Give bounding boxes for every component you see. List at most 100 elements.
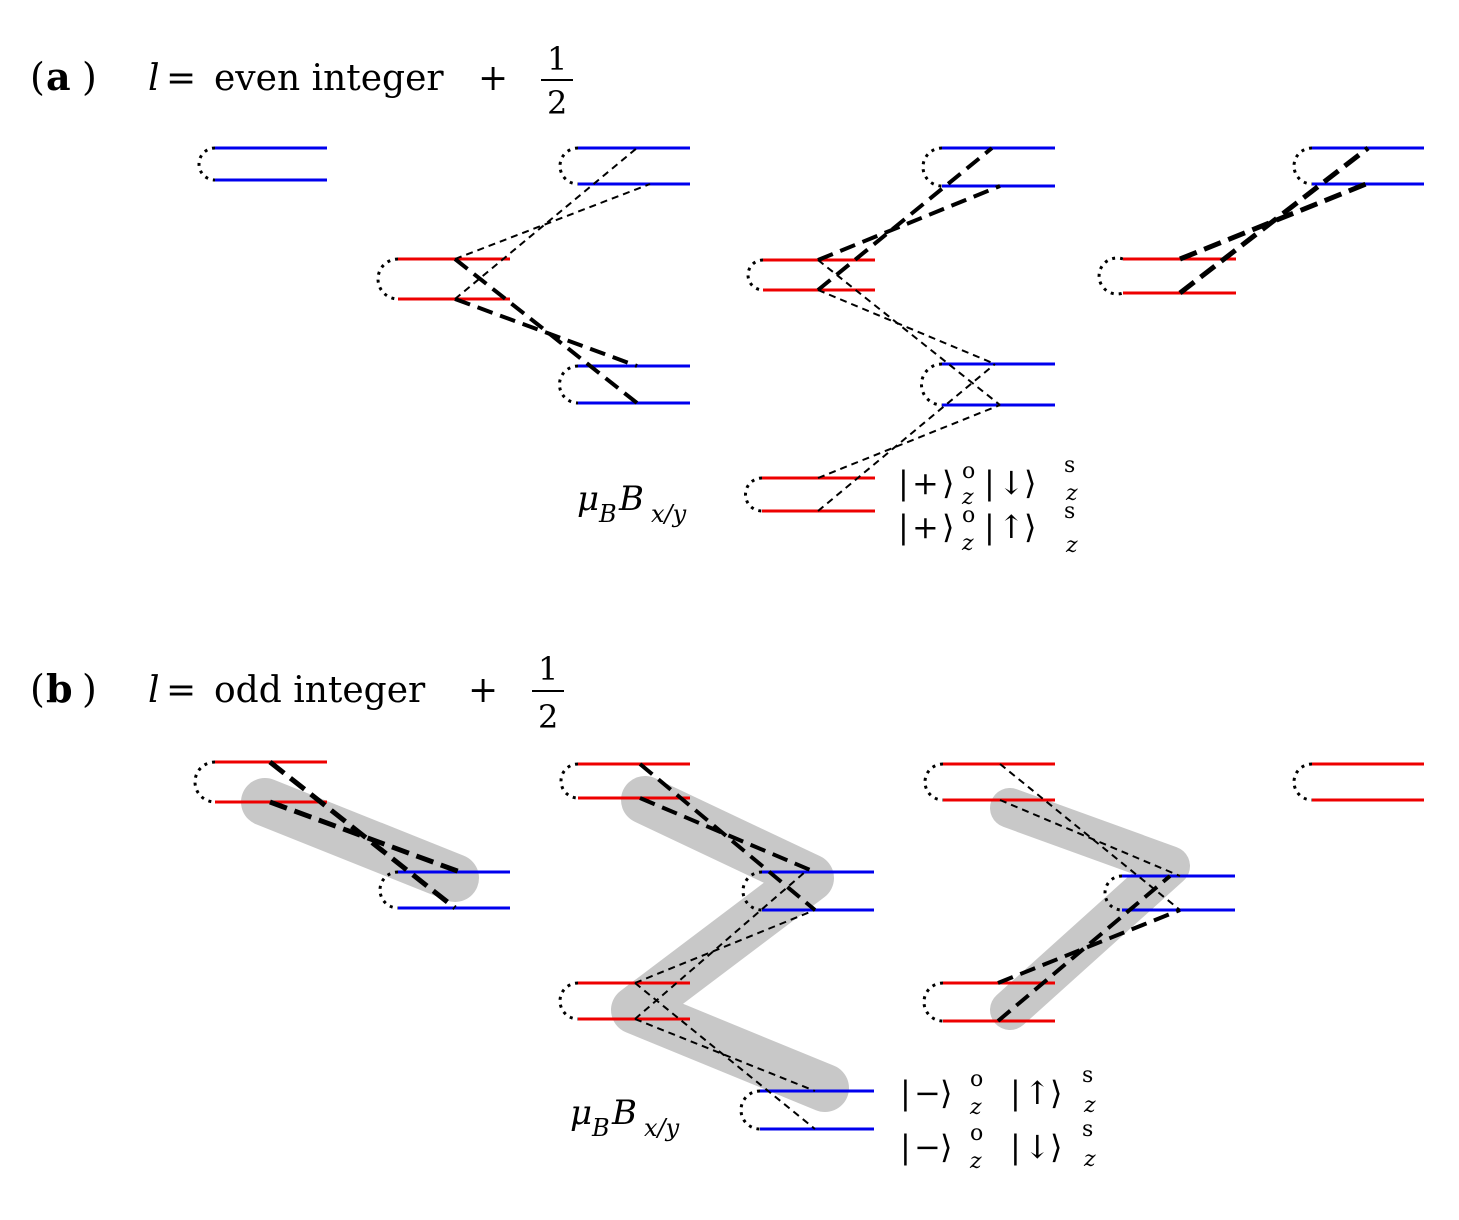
ket-close: ⟩: [1050, 1128, 1062, 1166]
ket-spin-sub: z: [1065, 533, 1078, 558]
panel-a-frac-num: 1: [547, 40, 567, 78]
coupling-thick: [638, 762, 817, 912]
ket-orb: −: [914, 1074, 941, 1112]
level-bracket: [559, 762, 579, 800]
panel-a-eq-plus: +: [478, 58, 508, 99]
panel-b-field-dir: x/y: [644, 1114, 680, 1142]
coupling-thick: [269, 799, 461, 875]
ket-orb-sup: o: [962, 503, 975, 528]
ket-orb-sup: o: [970, 1121, 983, 1146]
ket-orb-sup: o: [962, 459, 975, 484]
coupling-thin: [999, 763, 1181, 911]
panel-a-eq-text: even integer: [214, 58, 444, 99]
ket-orb-sub: z: [961, 531, 974, 556]
panel-b: ( b ) l = odd integer + 1 2: [30, 650, 1424, 1174]
panel-a: ( a ) l = even integer + 1 2: [30, 40, 1424, 558]
coupling-thick: [996, 874, 1172, 1023]
level-bracket: [197, 146, 216, 182]
ket-spin-sup: s: [1064, 453, 1075, 478]
ket-close: ⟩: [1050, 1074, 1062, 1112]
level-bracket: [921, 146, 943, 188]
panel-a-frac-den: 2: [547, 84, 567, 122]
level-bracket: [558, 146, 579, 186]
ket-close: ⟩: [942, 464, 954, 502]
panel-b-state-lower: | − ⟩ o z | ↓ ⟩ s z: [900, 1117, 1096, 1174]
level-bracket: [1292, 762, 1313, 802]
ket-spin-sup: s: [1082, 1063, 1093, 1088]
panel-b-state-upper: | − ⟩ o z | ↑ ⟩ s z: [900, 1063, 1096, 1120]
ket-open: |: [1010, 1128, 1021, 1166]
panel-b-eq-text: odd integer: [214, 670, 426, 711]
coupling-thick: [817, 184, 1001, 262]
level-bracket: [1292, 146, 1313, 186]
level-bracket: [1097, 256, 1124, 296]
coupling-thick: [454, 297, 638, 368]
ket-open: |: [898, 508, 909, 546]
ket-spin-sub: z: [1065, 481, 1078, 506]
coupling-thick: [268, 760, 457, 910]
ket-spin: ↓: [998, 464, 1025, 502]
coupling-thin: [817, 259, 1001, 406]
ket-close: ⟩: [1024, 464, 1036, 502]
panel-b-field-B: B: [611, 1093, 637, 1133]
ket-spin-sup: s: [1064, 499, 1075, 524]
panel-a-label: a: [46, 54, 71, 99]
ket-spin: ↓: [1024, 1128, 1051, 1166]
panel-a-eq-op: =: [166, 58, 196, 99]
coupling-thin: [817, 289, 996, 365]
level-bracket: [378, 870, 399, 910]
ket-open: |: [984, 464, 995, 502]
coupling-thin: [634, 871, 806, 1020]
ket-spin: ↑: [1024, 1074, 1051, 1112]
level-bracket: [922, 981, 944, 1023]
ket-open: |: [900, 1074, 911, 1112]
ket-spin: ↑: [998, 508, 1025, 546]
coupling-thick: [816, 146, 994, 292]
coupling-thick: [1179, 181, 1367, 262]
panel-b-frac-num: 1: [538, 650, 558, 688]
panel-a-state-lower: | + ⟩ o z | ↑ ⟩ s z: [898, 499, 1078, 558]
panel-a-field-subB: B: [598, 500, 617, 528]
coupling-highlight: [990, 788, 1190, 1030]
panel-b-open-paren: (: [30, 667, 45, 711]
ket-open: |: [1010, 1074, 1021, 1112]
coupling-thick: [639, 796, 816, 874]
ket-orb: −: [914, 1128, 941, 1166]
panel-a-eq-var: l: [148, 58, 160, 99]
panel-b-field-mu: μ: [570, 1093, 592, 1133]
ket-orb-sup: o: [970, 1067, 983, 1092]
coupling-thin: [634, 1018, 816, 1092]
coupling-thin: [817, 363, 996, 512]
coupling-thin: [634, 982, 816, 1130]
ket-orb-sub: z: [969, 1095, 982, 1120]
panel-a-open-paren: (: [30, 55, 45, 99]
level-bracket: [376, 257, 399, 301]
ket-close: ⟩: [1024, 508, 1036, 546]
ket-open: |: [898, 464, 909, 502]
ket-orb: +: [912, 508, 939, 546]
coupling-thin: [999, 799, 1181, 877]
ket-open: |: [984, 508, 995, 546]
level-bracket: [1103, 874, 1123, 912]
coupling-highlight: [241, 778, 479, 902]
coupling-thin: [817, 404, 1001, 479]
level-bracket: [744, 476, 763, 513]
coupling-thick: [453, 257, 639, 405]
level-bracket: [746, 258, 764, 292]
panel-b-eq-op: =: [166, 670, 196, 711]
panel-b-field-subB: B: [591, 1114, 610, 1142]
panel-b-close-paren: ): [82, 667, 97, 711]
coupling-thin: [454, 147, 638, 300]
ket-orb-sub: z: [969, 1149, 982, 1174]
coupling-thin: [454, 183, 651, 260]
coupling-thick: [997, 908, 1181, 985]
level-bracket: [558, 981, 579, 1021]
panel-a-field-B: B: [618, 479, 644, 519]
ket-open: |: [900, 1128, 911, 1166]
ket-spin-sub: z: [1083, 1147, 1096, 1172]
panel-a-close-paren: ): [82, 55, 97, 99]
level-bracket: [739, 1089, 761, 1131]
coupling-thick: [1178, 146, 1370, 295]
level-bracket: [920, 362, 943, 407]
